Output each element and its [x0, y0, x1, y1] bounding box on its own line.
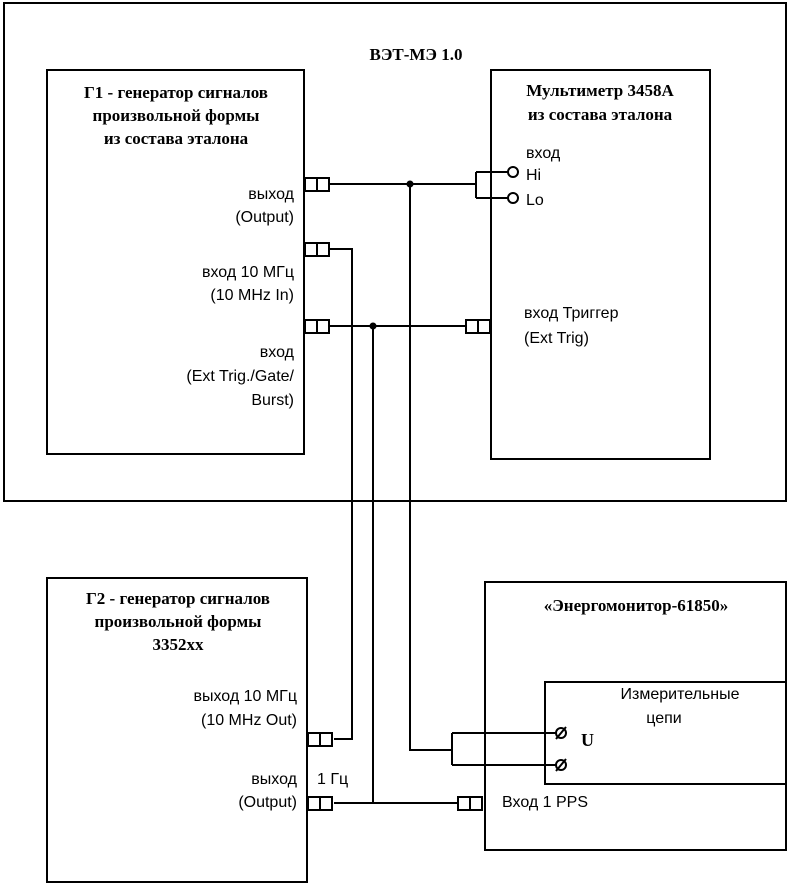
g2-title-line1: Г2 - генератор сигналов [86, 589, 270, 608]
g1-box [46, 69, 305, 455]
g2-title-line3: 3352xx [153, 635, 205, 654]
dmm-lo-label: Lo [526, 192, 544, 209]
g2-output-label: выход [251, 771, 297, 788]
em-title: «Энергомонитор-61850» [544, 596, 729, 615]
wire-g1out-em-u [409, 184, 452, 751]
connector-g1-trig [304, 319, 330, 334]
g2-output-sublabel: (Output) [238, 794, 297, 811]
g1-trig-sublabel2: Burst) [251, 392, 294, 409]
dmm-box [490, 69, 711, 460]
dmm-trig-label: вход Триггер [524, 305, 619, 322]
connector-g1-in10 [304, 242, 330, 257]
connector-g2-out10 [307, 732, 333, 747]
g1-in10-sublabel: (10 MHz In) [210, 287, 294, 304]
g2-box [46, 577, 308, 883]
dmm-title-line2: из состава эталона [528, 105, 673, 124]
junction-dot-output [406, 180, 414, 188]
em-meas-sublabel: цепи [646, 710, 681, 727]
dmm-title-line1: Мультиметр 3458А [526, 81, 674, 100]
g1-trig-sublabel1: (Ext Trig./Gate/ [186, 368, 294, 385]
terminal-dmm-hi [507, 166, 519, 178]
connector-em-pps [457, 796, 483, 811]
connector-dmm-trig [465, 319, 491, 334]
connector-g2-output [307, 796, 333, 811]
g2-freq-label: 1 Гц [317, 771, 348, 788]
em-meas-label: Измерительные [621, 686, 740, 703]
em-pps-label: Вход 1 PPS [502, 794, 588, 811]
g2-out10-sublabel: (10 MHz Out) [201, 712, 297, 729]
g1-title-line2: произвольной формы [93, 106, 260, 125]
dmm-input-label: вход [526, 145, 561, 162]
dmm-hi-label: Hi [526, 167, 541, 184]
terminal-dmm-lo [507, 192, 519, 204]
system-frame [3, 2, 787, 502]
system-title: ВЭТ-МЭ 1.0 [370, 45, 463, 64]
terminal-em-u-top [555, 726, 567, 740]
dmm-trig-sublabel: (Ext Trig) [524, 330, 589, 347]
g1-output-sublabel: (Output) [235, 209, 294, 226]
g2-out10-label: выход 10 МГц [193, 688, 297, 705]
junction-dot-trigger [369, 322, 377, 330]
g1-output-label: выход [248, 186, 294, 203]
terminal-em-u-bottom [555, 758, 567, 772]
g1-title-line3: из состава эталона [104, 129, 249, 148]
wires [330, 171, 557, 804]
g1-title-line1: Г1 - генератор сигналов [84, 83, 268, 102]
em-u-label: U [581, 730, 594, 750]
wire-10mhz [330, 248, 353, 740]
connector-g1-output [304, 177, 330, 192]
g1-in10-label: вход 10 МГц [202, 264, 294, 281]
g2-title-line2: произвольной формы [95, 612, 262, 631]
g1-trig-label: вход [260, 344, 295, 361]
